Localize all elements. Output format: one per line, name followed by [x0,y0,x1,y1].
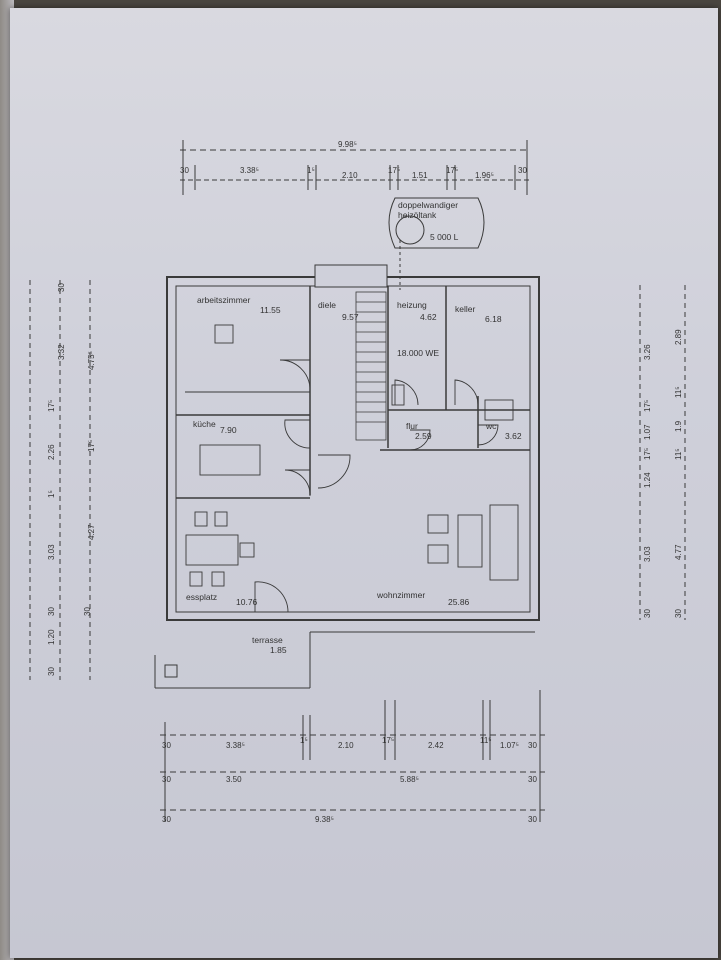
dim-top-8: 30 [518,166,527,175]
room-essplatz-name: essplatz [186,592,217,602]
dim-left-8: 30 [47,667,56,676]
oil-tank [388,197,485,290]
room-flur-name: flur [406,421,418,431]
room-diele-area: 9.57 [342,312,359,322]
top-dimension-labels: 9.98⁵ 30 3.38⁵ 1⁵ 2.10 17⁵ 1.51 17⁵ 1.96… [180,140,527,180]
dim-right-inner-1: 11⁵ [674,386,683,398]
dim-top-6: 17⁵ [446,166,458,175]
dim-top-5: 1.51 [412,171,428,180]
dim-left-4: 1⁵ [47,490,56,498]
dim-bottom-total: 9.38⁵ [315,815,334,824]
dim-bottom-row1-0: 30 [162,741,171,750]
terrace-area: 1.85 [270,645,287,655]
dim-right-inner-5: 30 [674,609,683,618]
right-dimension-labels: 3.26 17⁵ 1.07 17⁵ 1.24 3.03 30 2.89 11⁵ … [643,329,683,618]
furniture [185,324,519,587]
tank-line1: doppelwandiger [398,200,458,210]
dim-top-4: 17⁵ [388,166,400,175]
tank-labels: doppelwandiger heizöltank 5 000 L [398,200,459,242]
dim-bottom-row2-2: 5.88⁵ [400,775,419,784]
dim-bottom-row2-0: 30 [162,775,171,784]
tank-volume: 5 000 L [430,232,459,242]
dim-bottom-row2-3: 30 [528,775,537,784]
dim-top-1: 3.38⁵ [240,166,259,175]
dim-top-0: 30 [180,166,189,175]
left-dimension-labels: 30 3.32 17⁵ 2.26 1⁵ 3.03 30 1.20 30 4.75… [47,283,96,676]
dim-bottom-row1-6: 11⁵ [480,736,492,745]
dim-right-inner-4: 4.77 [674,544,683,560]
dim-right-inner-0: 2.89 [674,329,683,345]
dim-right-inner-2: 1.9 [674,420,683,432]
room-heizung-note: 18.000 WE [397,348,439,358]
room-arbeitszimmer-name: arbeitszimmer [197,295,251,305]
room-heizung-name: heizung [397,300,427,310]
doors [254,359,499,613]
dim-right-2: 1.07 [643,424,652,440]
room-flur-area: 2.59 [415,431,432,441]
dim-bottom-row1-7: 1.07⁵ [500,741,519,750]
room-diele-name: diele [318,300,336,310]
interior-walls [176,286,530,499]
dim-left-0: 30 [57,283,66,292]
bottom-dimension-labels: 30 3.38⁵ 1⁵ 2.10 17⁵ 2.42 11⁵ 1.07⁵ 30 3… [162,736,537,824]
dim-left-inner-3: 30 [83,607,92,616]
dim-left-inner-1: 17⁵ [87,440,96,452]
dim-right-inner-3: 11⁵ [674,448,683,460]
dim-bottom-row1-3: 2.10 [338,741,354,750]
dim-left-2: 17⁵ [47,400,56,412]
room-wc-name: wc [485,421,497,431]
top-dimension-lines [180,140,530,195]
dim-right-5: 3.03 [643,546,652,562]
room-labels: arbeitszimmer 11.55 diele 9.57 heizung 4… [186,295,522,655]
dim-right-4: 1.24 [643,472,652,488]
terrace-name: terrasse [252,635,283,645]
paper-sheet [10,8,718,958]
dim-right-0: 3.26 [643,344,652,360]
room-kueche-area: 7.90 [220,425,237,435]
room-kueche-name: küche [193,419,216,429]
room-wohnzimmer-area: 25.86 [448,597,470,607]
bottom-dimension-lines [160,690,545,822]
dim-left-5: 3.03 [47,544,56,560]
staircase [355,291,387,441]
room-heizung-area: 4.62 [420,312,437,322]
room-essplatz-area: 10.76 [236,597,258,607]
dim-bottom-end: 30 [528,815,537,824]
dim-top-2: 1⁵ [307,166,315,175]
right-dimension-lines [639,285,686,620]
room-arbeitszimmer-area: 11.55 [260,305,281,315]
room-keller-area: 6.18 [485,314,502,324]
dim-top-7: 1.96⁵ [475,171,494,180]
dim-bottom-row2-1: 3.50 [226,775,242,784]
dim-left-inner-2: 4.27 [87,524,96,540]
room-keller-name: keller [455,304,475,314]
room-wohnzimmer-name: wohnzimmer [376,590,425,600]
dim-bottom-row1-2: 1⁵ [300,736,308,745]
terrace [154,631,535,689]
dim-bottom-row1-1: 3.38⁵ [226,741,245,750]
dim-bottom-row1-4: 17⁵ [382,736,394,745]
room-wc-area: 3.62 [505,431,522,441]
dim-left-inner-0: 4.75⁵ [87,351,96,370]
dim-bottom-row1-5: 2.42 [428,741,444,750]
dim-left-1: 3.32 [57,344,66,360]
left-dimension-lines [29,280,91,680]
tank-line2: heizöltank [398,210,437,220]
outer-walls [166,276,540,621]
dim-bottom-row1-8: 30 [528,741,537,750]
dim-right-3: 17⁵ [643,448,652,460]
dim-bottom-start: 30 [162,815,171,824]
dim-top-3: 2.10 [342,171,358,180]
dim-left-3: 2.26 [47,444,56,460]
dim-left-7: 1.20 [47,629,56,645]
dim-left-6: 30 [47,607,56,616]
dim-top-total: 9.98⁵ [338,140,357,149]
dim-right-1: 17⁵ [643,400,652,412]
dim-right-6: 30 [643,609,652,618]
